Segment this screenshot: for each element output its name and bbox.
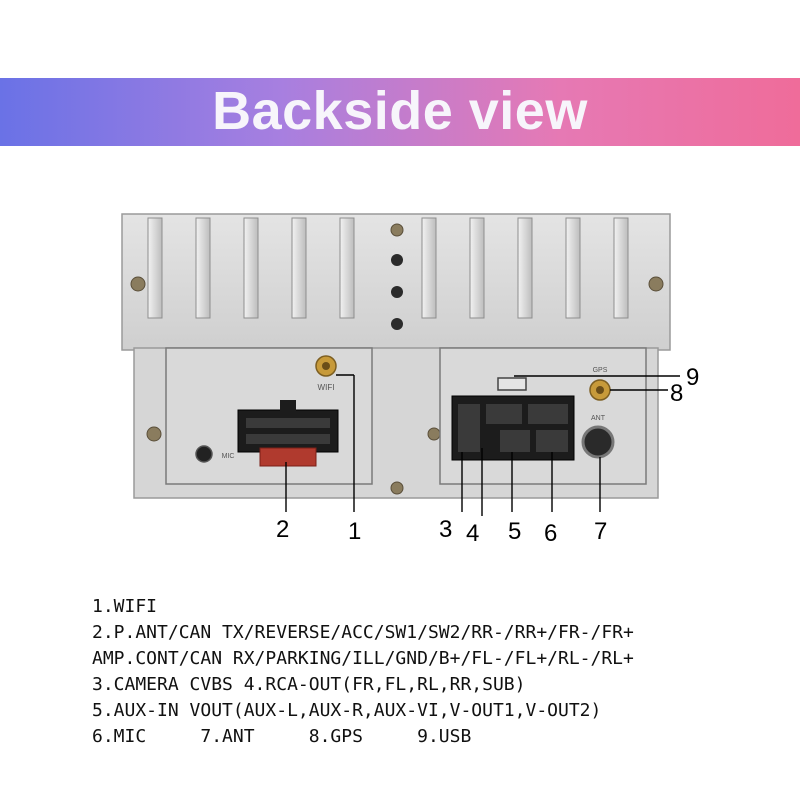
usb-port: [497, 377, 527, 391]
connector-legend: 1.WIFI 2.P.ANT/CAN TX/REVERSE/ACC/SW1/SW…: [92, 594, 782, 750]
main-connector: [237, 409, 339, 453]
device-backside-illustration: WIFI MIC GPS ANT: [121, 213, 680, 516]
wifi-label: WIFI: [318, 383, 335, 392]
legend-line-3: AMP.CONT/CAN RX/PARKING/ILL/GND/B+/FL-/F…: [92, 648, 634, 669]
callout-1: 1: [348, 518, 362, 545]
legend-line-2: 2.P.ANT/CAN TX/REVERSE/ACC/SW1/SW2/RR-/R…: [92, 622, 634, 643]
ant-jack: [581, 425, 615, 459]
callout-9: 9: [686, 364, 700, 391]
title-banner: Backside view: [0, 78, 800, 146]
callout-2: 2: [276, 516, 290, 543]
gps-label: GPS: [593, 367, 608, 374]
center-holes: [391, 254, 403, 330]
callout-4: 4: [466, 520, 480, 547]
legend-line-4: 3.CAMERA CVBS 4.RCA-OUT(FR,FL,RL,RR,SUB): [92, 674, 526, 695]
callout-7: 7: [594, 518, 608, 545]
callout-3: 3: [439, 516, 453, 543]
fuse-block: [259, 447, 317, 467]
mic-label: MIC: [222, 453, 235, 460]
heatsink-fins: [147, 217, 629, 319]
ant-label: ANT: [591, 415, 606, 422]
callout-8: 8: [670, 380, 684, 407]
legend-line-6: 6.MIC 7.ANT 8.GPS 9.USB: [92, 726, 472, 747]
leader-lines: [285, 374, 680, 516]
legend-line-5: 5.AUX-IN VOUT(AUX-L,AUX-R,AUX-VI,V-OUT1,…: [92, 700, 602, 721]
banner-title: Backside view: [212, 81, 588, 141]
mic-jack: [195, 445, 213, 463]
callout-5: 5: [508, 518, 522, 545]
legend-line-1: 1.WIFI: [92, 596, 158, 617]
callout-6: 6: [544, 520, 558, 547]
